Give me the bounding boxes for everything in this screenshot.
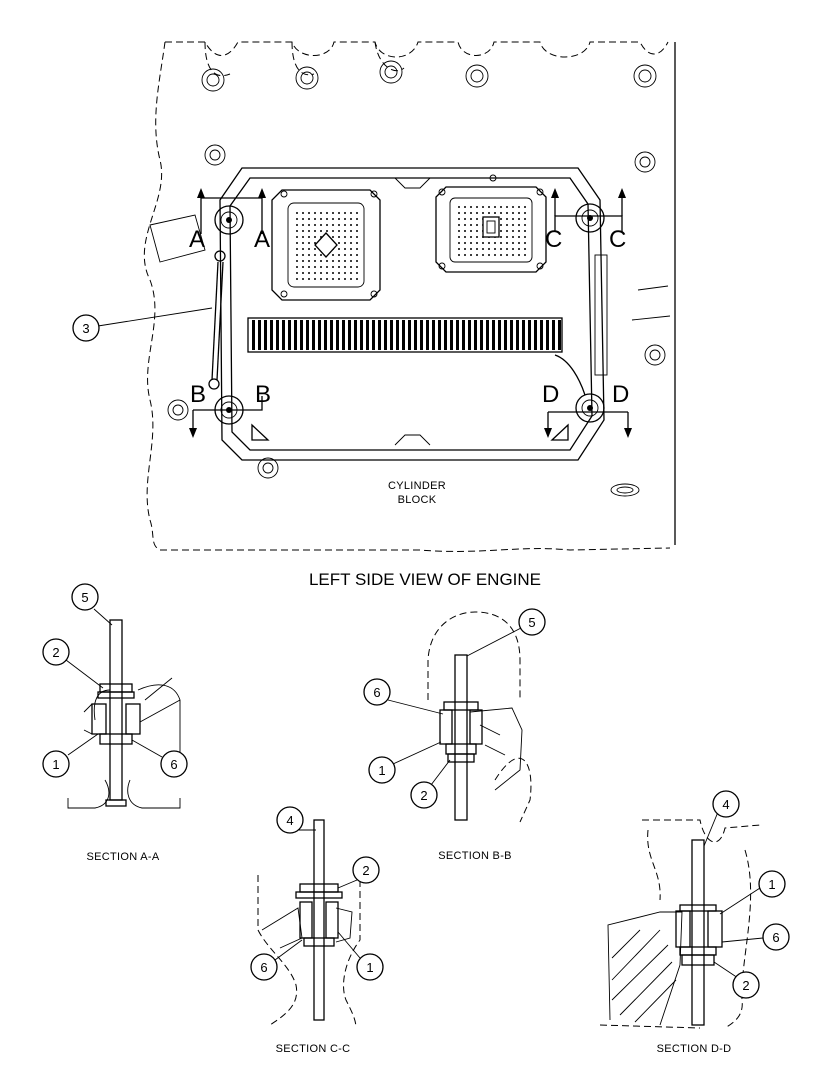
callout-3: 3 (72, 307, 213, 342)
svg-text:2: 2 (362, 863, 369, 878)
section-letter-b-left: B (190, 381, 206, 408)
section-letter-a-right: A (254, 226, 270, 253)
mount-bosses (214, 203, 605, 441)
section-letter-d-left: D (542, 381, 559, 408)
section-bb-callouts: 5 6 1 2 (363, 608, 546, 809)
svg-text:4: 4 (722, 797, 729, 812)
section-bb-caption: SECTION B-B (438, 850, 512, 862)
section-letter-b-right: B (255, 381, 271, 408)
svg-text:1: 1 (378, 763, 385, 778)
svg-text:1: 1 (52, 757, 59, 772)
ground-strap (208, 250, 226, 390)
hatch-dd (611, 929, 677, 1023)
section-dd-caption: SECTION D-D (657, 1043, 732, 1055)
svg-text:2: 2 (420, 788, 427, 803)
svg-text:1: 1 (366, 960, 373, 975)
section-aa-callouts: 5 2 1 6 (42, 583, 188, 778)
section-letter-a-left: A (189, 226, 205, 253)
svg-text:5: 5 (528, 615, 535, 630)
svg-text:6: 6 (170, 757, 177, 772)
section-cc-callouts: 4 2 6 1 (250, 806, 384, 981)
section-aa-drawing (67, 619, 181, 809)
section-letter-d-right: D (612, 381, 629, 408)
svg-text:3: 3 (82, 321, 89, 336)
section-cut-lines (189, 188, 632, 438)
svg-text:2: 2 (52, 645, 59, 660)
cylinder-block-label-2: BLOCK (398, 494, 437, 506)
connector-right (435, 186, 547, 273)
cooling-fins (247, 317, 563, 353)
section-dd-callouts: 4 1 6 2 (703, 790, 790, 999)
section-aa-caption: SECTION A-A (87, 851, 160, 863)
svg-text:2: 2 (742, 978, 749, 993)
svg-text:5: 5 (81, 590, 88, 605)
connector-left (271, 189, 381, 301)
section-bb-drawing (427, 611, 532, 823)
block-bolt-holes (149, 60, 671, 497)
svg-text:6: 6 (260, 960, 267, 975)
section-cc-caption: SECTION C-C (276, 1043, 351, 1055)
section-dd-drawing (599, 819, 761, 1029)
cylinder-block-label-1: CYLINDER (388, 480, 446, 492)
section-letters: A A C C B B D D (189, 226, 629, 408)
section-letter-c-right: C (609, 226, 626, 253)
svg-text:4: 4 (286, 813, 293, 828)
svg-text:6: 6 (373, 685, 380, 700)
svg-text:1: 1 (768, 877, 775, 892)
section-cc-drawing (257, 819, 361, 1029)
section-letter-c-left: C (545, 226, 562, 253)
view-title: LEFT SIDE VIEW OF ENGINE (309, 570, 541, 589)
ecm-housing (219, 167, 608, 461)
svg-text:6: 6 (772, 930, 779, 945)
